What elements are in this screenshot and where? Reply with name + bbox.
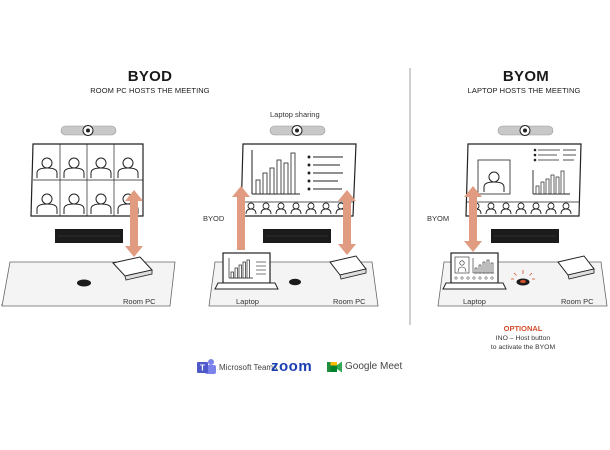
optional-line-2: to activate the BYOM	[490, 344, 556, 351]
room-pc-label: Room PC	[123, 297, 156, 306]
laptop-sharing-label: Laptop sharing	[270, 110, 320, 119]
byod-title: BYOD	[127, 68, 173, 85]
room-pc-label: Room PC	[333, 297, 366, 306]
text-lines-icon	[533, 148, 576, 162]
text-lines-icon	[307, 155, 343, 191]
participant-strip	[467, 201, 580, 215]
google-meet-logo-text: Google Meet	[345, 361, 403, 372]
svg-text:T: T	[200, 364, 205, 373]
byom-subtitle: LAPTOP HOSTS THE MEETING	[467, 86, 581, 95]
byom-side-label: BYOM	[427, 214, 450, 223]
up-arrow	[232, 186, 250, 250]
double-arrow	[464, 186, 482, 252]
zoom-logo-text: zoom	[271, 358, 313, 375]
teams-logo-icon: T	[197, 359, 216, 374]
host-button-icon	[511, 270, 535, 286]
speaker-puck	[289, 278, 301, 286]
optional-title: OPTIONAL	[503, 324, 543, 333]
laptop-label: Laptop	[463, 297, 486, 306]
optional-line-1: INO – Host button	[495, 335, 551, 342]
byod-sharing-scene	[208, 125, 379, 307]
bar-chart-icon	[532, 170, 570, 195]
double-arrow	[338, 190, 356, 255]
gallery-grid	[33, 144, 143, 216]
byod-side-label: BYOD	[203, 214, 225, 223]
byom-title: BYOM	[502, 68, 550, 85]
speaker-puck	[77, 279, 91, 287]
byom-scene	[437, 125, 608, 307]
laptop-icon	[442, 252, 507, 290]
teams-logo-text: Microsoft Teams	[219, 363, 278, 372]
laptop-label: Laptop	[236, 297, 259, 306]
byod-subtitle: ROOM PC HOSTS THE MEETING	[90, 86, 210, 95]
participant-strip	[242, 201, 354, 215]
double-arrow	[125, 190, 143, 257]
room-pc-label: Room PC	[561, 297, 594, 306]
bar-chart-icon	[251, 150, 300, 195]
presenter-tile	[477, 159, 511, 195]
byod-room-scene	[1, 125, 176, 307]
laptop-icon	[214, 252, 279, 290]
google-meet-logo-icon	[327, 361, 342, 373]
